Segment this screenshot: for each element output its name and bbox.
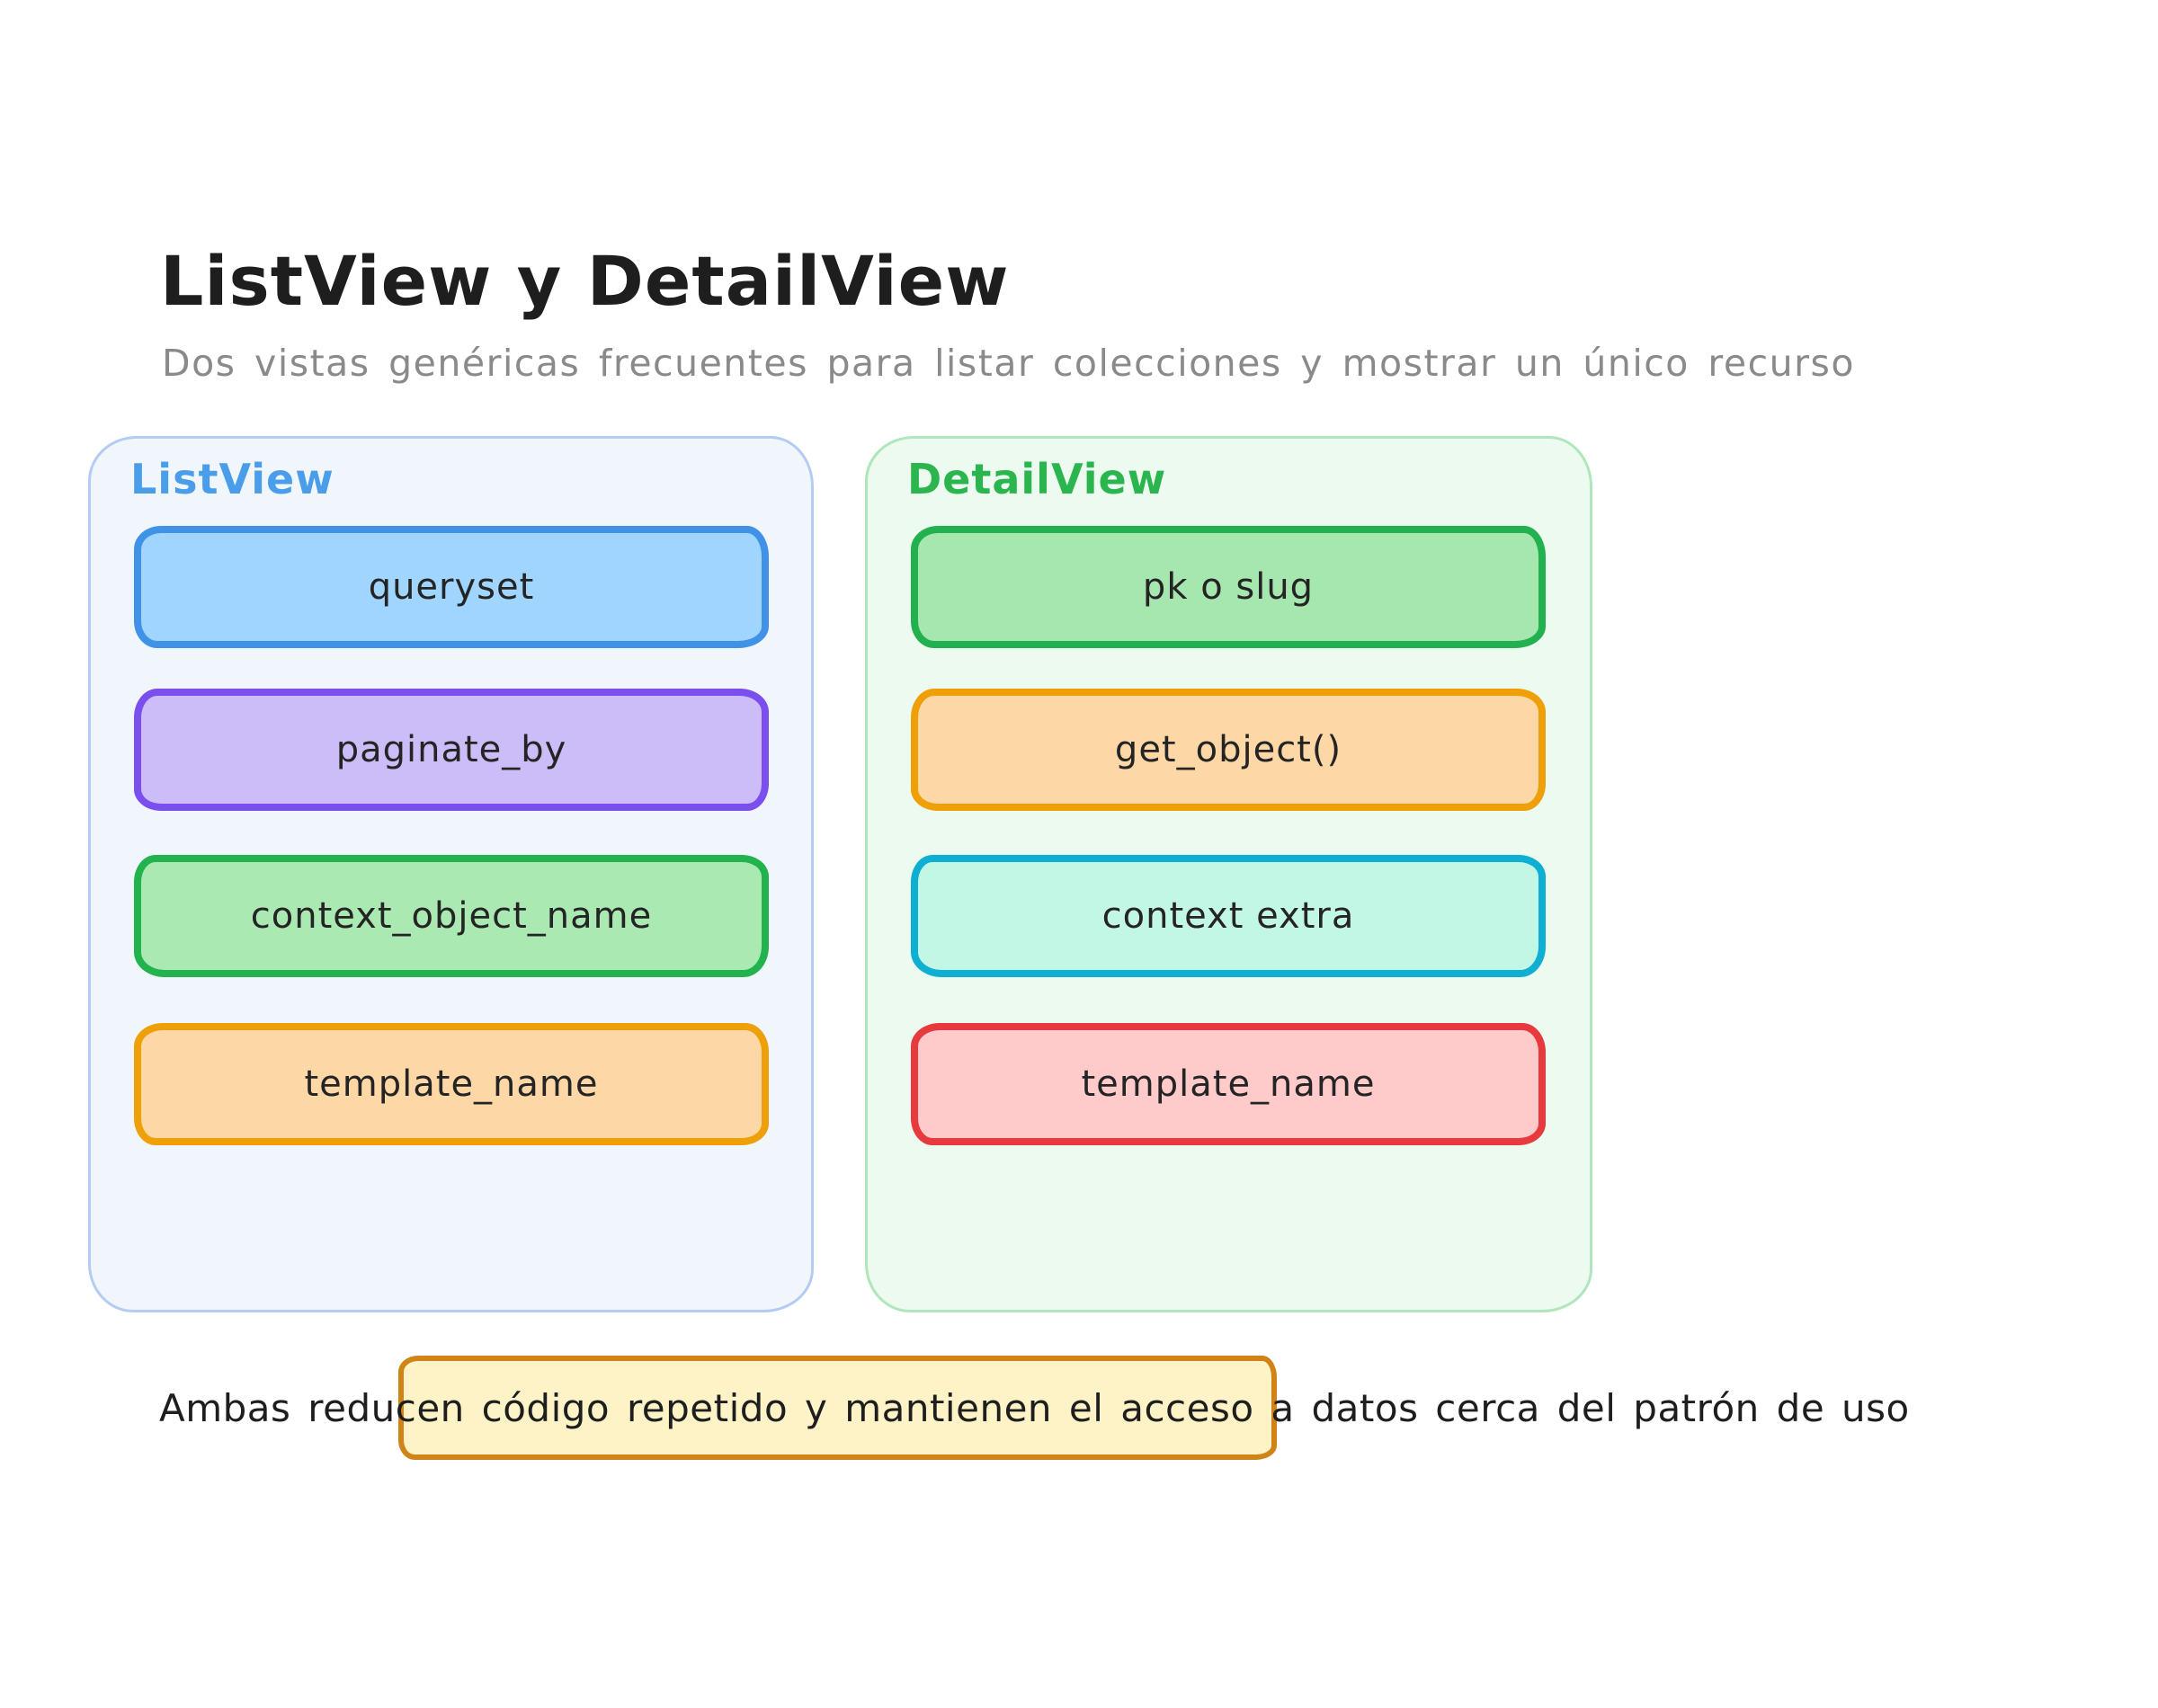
listview-item-paginate-by: paginate_by bbox=[134, 689, 769, 811]
footnote-text: Ambas reducen código repetido y mantiene… bbox=[159, 1386, 1910, 1430]
detailview-item-pk-o-slug: pk o slug bbox=[911, 526, 1546, 648]
listview-item-context-object-name: context_object_name bbox=[134, 855, 769, 977]
detailview-panel-label: DetailView bbox=[907, 455, 1167, 503]
page-subtitle: Dos vistas genéricas frecuentes para lis… bbox=[162, 342, 1855, 385]
footnote-highlight-box bbox=[398, 1356, 1277, 1460]
detailview-panel: DetailView pk o slug get_object() contex… bbox=[865, 436, 1592, 1312]
listview-item-queryset: queryset bbox=[134, 526, 769, 648]
detailview-item-template-name: template_name bbox=[911, 1023, 1546, 1145]
listview-panel: ListView queryset paginate_by context_ob… bbox=[88, 436, 814, 1312]
detailview-item-context-extra: context extra bbox=[911, 855, 1546, 977]
listview-item-template-name: template_name bbox=[134, 1023, 769, 1145]
listview-panel-label: ListView bbox=[130, 455, 334, 503]
detailview-item-get-object: get_object() bbox=[911, 689, 1546, 811]
page-title: ListView y DetailView bbox=[160, 241, 1010, 321]
